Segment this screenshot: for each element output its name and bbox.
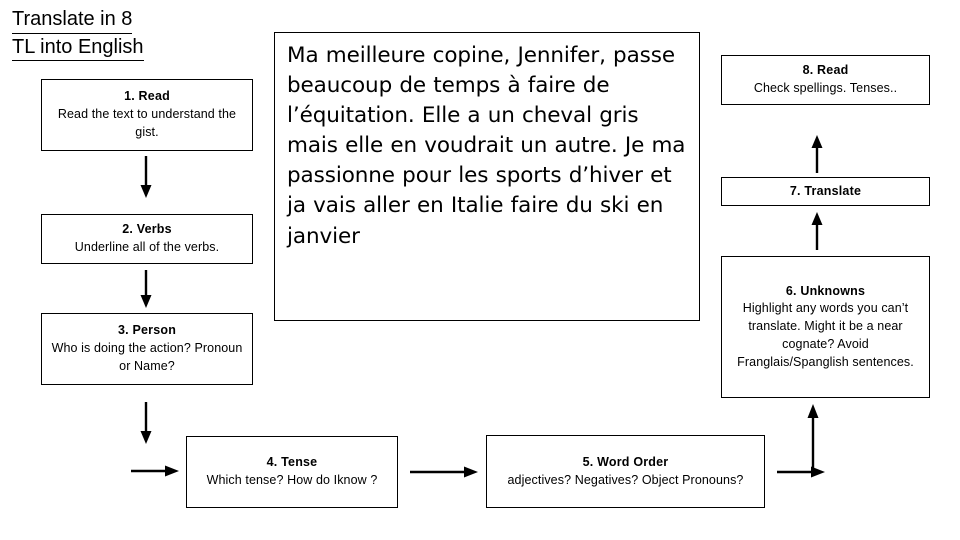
step-4-body: Which tense? How do Iknow ? bbox=[206, 473, 378, 487]
step-1-body: Read the text to understand the gist. bbox=[57, 107, 237, 139]
step-2-title: 2. Verbs bbox=[122, 222, 172, 237]
step-2-body: Underline all of the verbs. bbox=[74, 240, 220, 254]
step-box-8-read[interactable]: 8. Read Check spellings. Tenses.. bbox=[721, 55, 930, 105]
arrow-step7-to-step8 bbox=[809, 135, 825, 173]
step-box-7-translate[interactable]: 7. Translate bbox=[721, 177, 930, 206]
source-text-box: Ma meilleure copine, Jennifer, passe bea… bbox=[274, 32, 700, 321]
step-6-title: 6. Unknowns bbox=[785, 283, 866, 298]
page-title-line-2: TL into English bbox=[12, 34, 144, 62]
step-1-title: 1. Read bbox=[124, 89, 170, 104]
arrow-step3-to-step4 bbox=[131, 463, 179, 479]
arrow-step3-down bbox=[138, 402, 154, 444]
step-8-body: Check spellings. Tenses.. bbox=[753, 81, 898, 95]
arrow-step5-to-step6 bbox=[805, 404, 821, 472]
page-title-line-1: Translate in 8 bbox=[12, 6, 133, 34]
arrow-step4-to-step5 bbox=[410, 464, 478, 480]
page-title: Translate in 8 TL into English bbox=[12, 6, 242, 62]
arrow-step6-to-step7 bbox=[809, 212, 825, 250]
step-6-body: Highlight any words you can’t translate.… bbox=[737, 301, 914, 369]
step-4-title: 4. Tense bbox=[266, 455, 318, 470]
step-5-title: 5. Word Order bbox=[582, 454, 669, 469]
step-box-4-tense[interactable]: 4. Tense Which tense? How do Iknow ? bbox=[186, 436, 398, 508]
step-box-3-person[interactable]: 3. Person Who is doing the action? Prono… bbox=[41, 313, 253, 385]
arrow-step5-right bbox=[777, 464, 825, 480]
step-3-body: Who is doing the action? Pronoun or Name… bbox=[51, 341, 243, 373]
arrow-step1-to-step2 bbox=[138, 156, 154, 198]
step-box-5-word-order[interactable]: 5. Word Order adjectives? Negatives? Obj… bbox=[486, 435, 765, 508]
step-box-6-unknowns[interactable]: 6. Unknowns Highlight any words you can’… bbox=[721, 256, 930, 398]
step-7-title: 7. Translate bbox=[789, 183, 862, 198]
step-box-1-read[interactable]: 1. Read Read the text to understand the … bbox=[41, 79, 253, 151]
arrow-step2-to-step3 bbox=[138, 270, 154, 308]
step-3-title: 3. Person bbox=[117, 323, 177, 338]
step-5-body: adjectives? Negatives? Object Pronouns? bbox=[507, 472, 744, 487]
step-8-title: 8. Read bbox=[802, 63, 849, 78]
step-box-2-verbs[interactable]: 2. Verbs Underline all of the verbs. bbox=[41, 214, 253, 264]
